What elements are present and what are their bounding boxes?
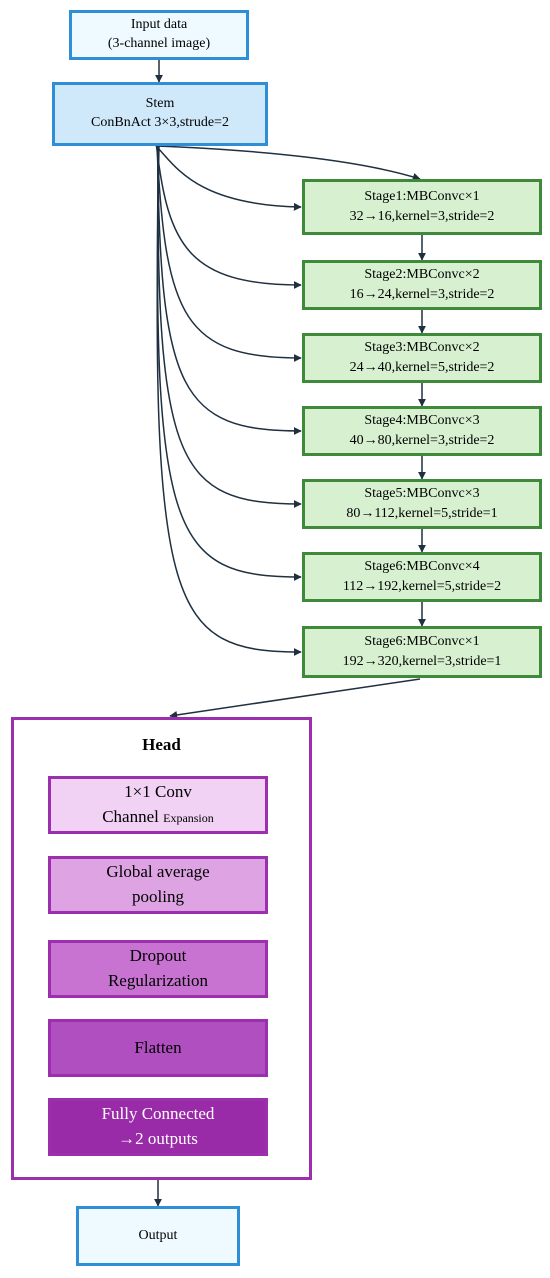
head-dropout-title: Dropout <box>129 946 187 966</box>
stage-2-detail: 16→24,kernel=3,stride=2 <box>349 287 495 302</box>
arrow-stem-to-stage-4-side <box>156 145 302 435</box>
input-node: Input data (3-channel image) <box>69 10 249 60</box>
stage-6-node: Stage6:MBConvc×4 112→192,kernel=5,stride… <box>302 552 542 602</box>
head-fc-subtitle: →2 outputs <box>118 1129 198 1148</box>
arrow-stem-to-stage-2-side <box>155 145 302 289</box>
stage-2-node: Stage2:MBConvc×2 16→24,kernel=3,stride=2 <box>302 260 542 310</box>
stage-1-detail: 32→16,kernel=3,stride=2 <box>349 209 495 224</box>
stage-3-detail: 24→40,kernel=5,stride=2 <box>349 360 495 375</box>
stage-5-detail: 80→112,kernel=5,stride=1 <box>346 506 498 521</box>
stage-1-title: Stage1:MBConvc×1 <box>364 188 480 204</box>
stage-1-node: Stage1:MBConvc×1 32→16,kernel=3,stride=2 <box>302 179 542 235</box>
head-title: Head <box>142 735 181 754</box>
head-conv-block: 1×1 Conv Channel Expansion <box>48 776 268 834</box>
output-node: Output <box>76 1206 240 1266</box>
stage-4-detail: 40→80,kernel=3,stride=2 <box>349 433 495 448</box>
arrow-stem-to-stage-5-side <box>157 145 302 508</box>
stage-3-node: Stage3:MBConvc×2 24→40,kernel=5,stride=2 <box>302 333 542 383</box>
stage-5-node: Stage5:MBConvc×3 80→112,kernel=5,stride=… <box>302 479 542 529</box>
head-pooling-subtitle: pooling <box>132 887 184 906</box>
head-dropout-subtitle: Regularization <box>107 971 209 990</box>
arrow-stem-to-stage-1-side <box>155 145 302 211</box>
stage-7-detail: 192→320,kernel=3,stride=1 <box>342 654 502 669</box>
arrow-stage-7-to-head <box>169 678 421 719</box>
head-conv-channel-text: Channel <box>102 807 159 826</box>
stage-3-title: Stage3:MBConvc×2 <box>364 339 480 355</box>
head-pooling-block: Global average pooling <box>48 856 268 914</box>
stem-detail: ConBnAct 3×3,strude=2 <box>91 115 229 130</box>
arrow-stem-to-stage-3-side <box>156 145 302 362</box>
head-fc-block: Fully Connected →2 outputs <box>48 1098 268 1156</box>
arrow-stem-to-stage-1 <box>155 145 421 181</box>
head-conv-title: 1×1 Conv <box>124 782 192 802</box>
input-label: Input data <box>130 17 188 33</box>
stem-node: Stem ConBnAct 3×3,strude=2 <box>52 82 268 146</box>
stage-2-title: Stage2:MBConvc×2 <box>364 266 480 282</box>
stem-title: Stem <box>145 96 175 112</box>
stage-4-title: Stage4:MBConvc×3 <box>364 412 480 428</box>
stage-7-title: Stage6:MBConvc×1 <box>364 633 480 649</box>
head-dropout-block: Dropout Regularization <box>48 940 268 998</box>
stage-6-title: Stage6:MBConvc×4 <box>364 558 480 574</box>
arrow-stem-to-stage-7-side <box>156 145 302 656</box>
head-pooling-title: Global average <box>106 862 210 882</box>
stage-7-node: Stage6:MBConvc×1 192→320,kernel=3,stride… <box>302 626 542 678</box>
stage-4-node: Stage4:MBConvc×3 40→80,kernel=3,stride=2 <box>302 406 542 456</box>
input-sublabel: (3-channel image) <box>107 36 211 51</box>
head-conv-expansion-text: Expansion <box>163 811 214 825</box>
stage-5-title: Stage5:MBConvc×3 <box>364 485 480 501</box>
head-fc-title: Fully Connected <box>101 1104 215 1124</box>
output-label: Output <box>138 1227 178 1243</box>
stage-6-detail: 112→192,kernel=5,stride=2 <box>342 579 502 594</box>
head-conv-subtitle: Channel Expansion <box>102 805 214 830</box>
head-flatten-title: Flatten <box>134 1037 182 1057</box>
arrow-stem-to-stage-6-side <box>156 145 302 581</box>
head-flatten-block: Flatten <box>48 1019 268 1077</box>
